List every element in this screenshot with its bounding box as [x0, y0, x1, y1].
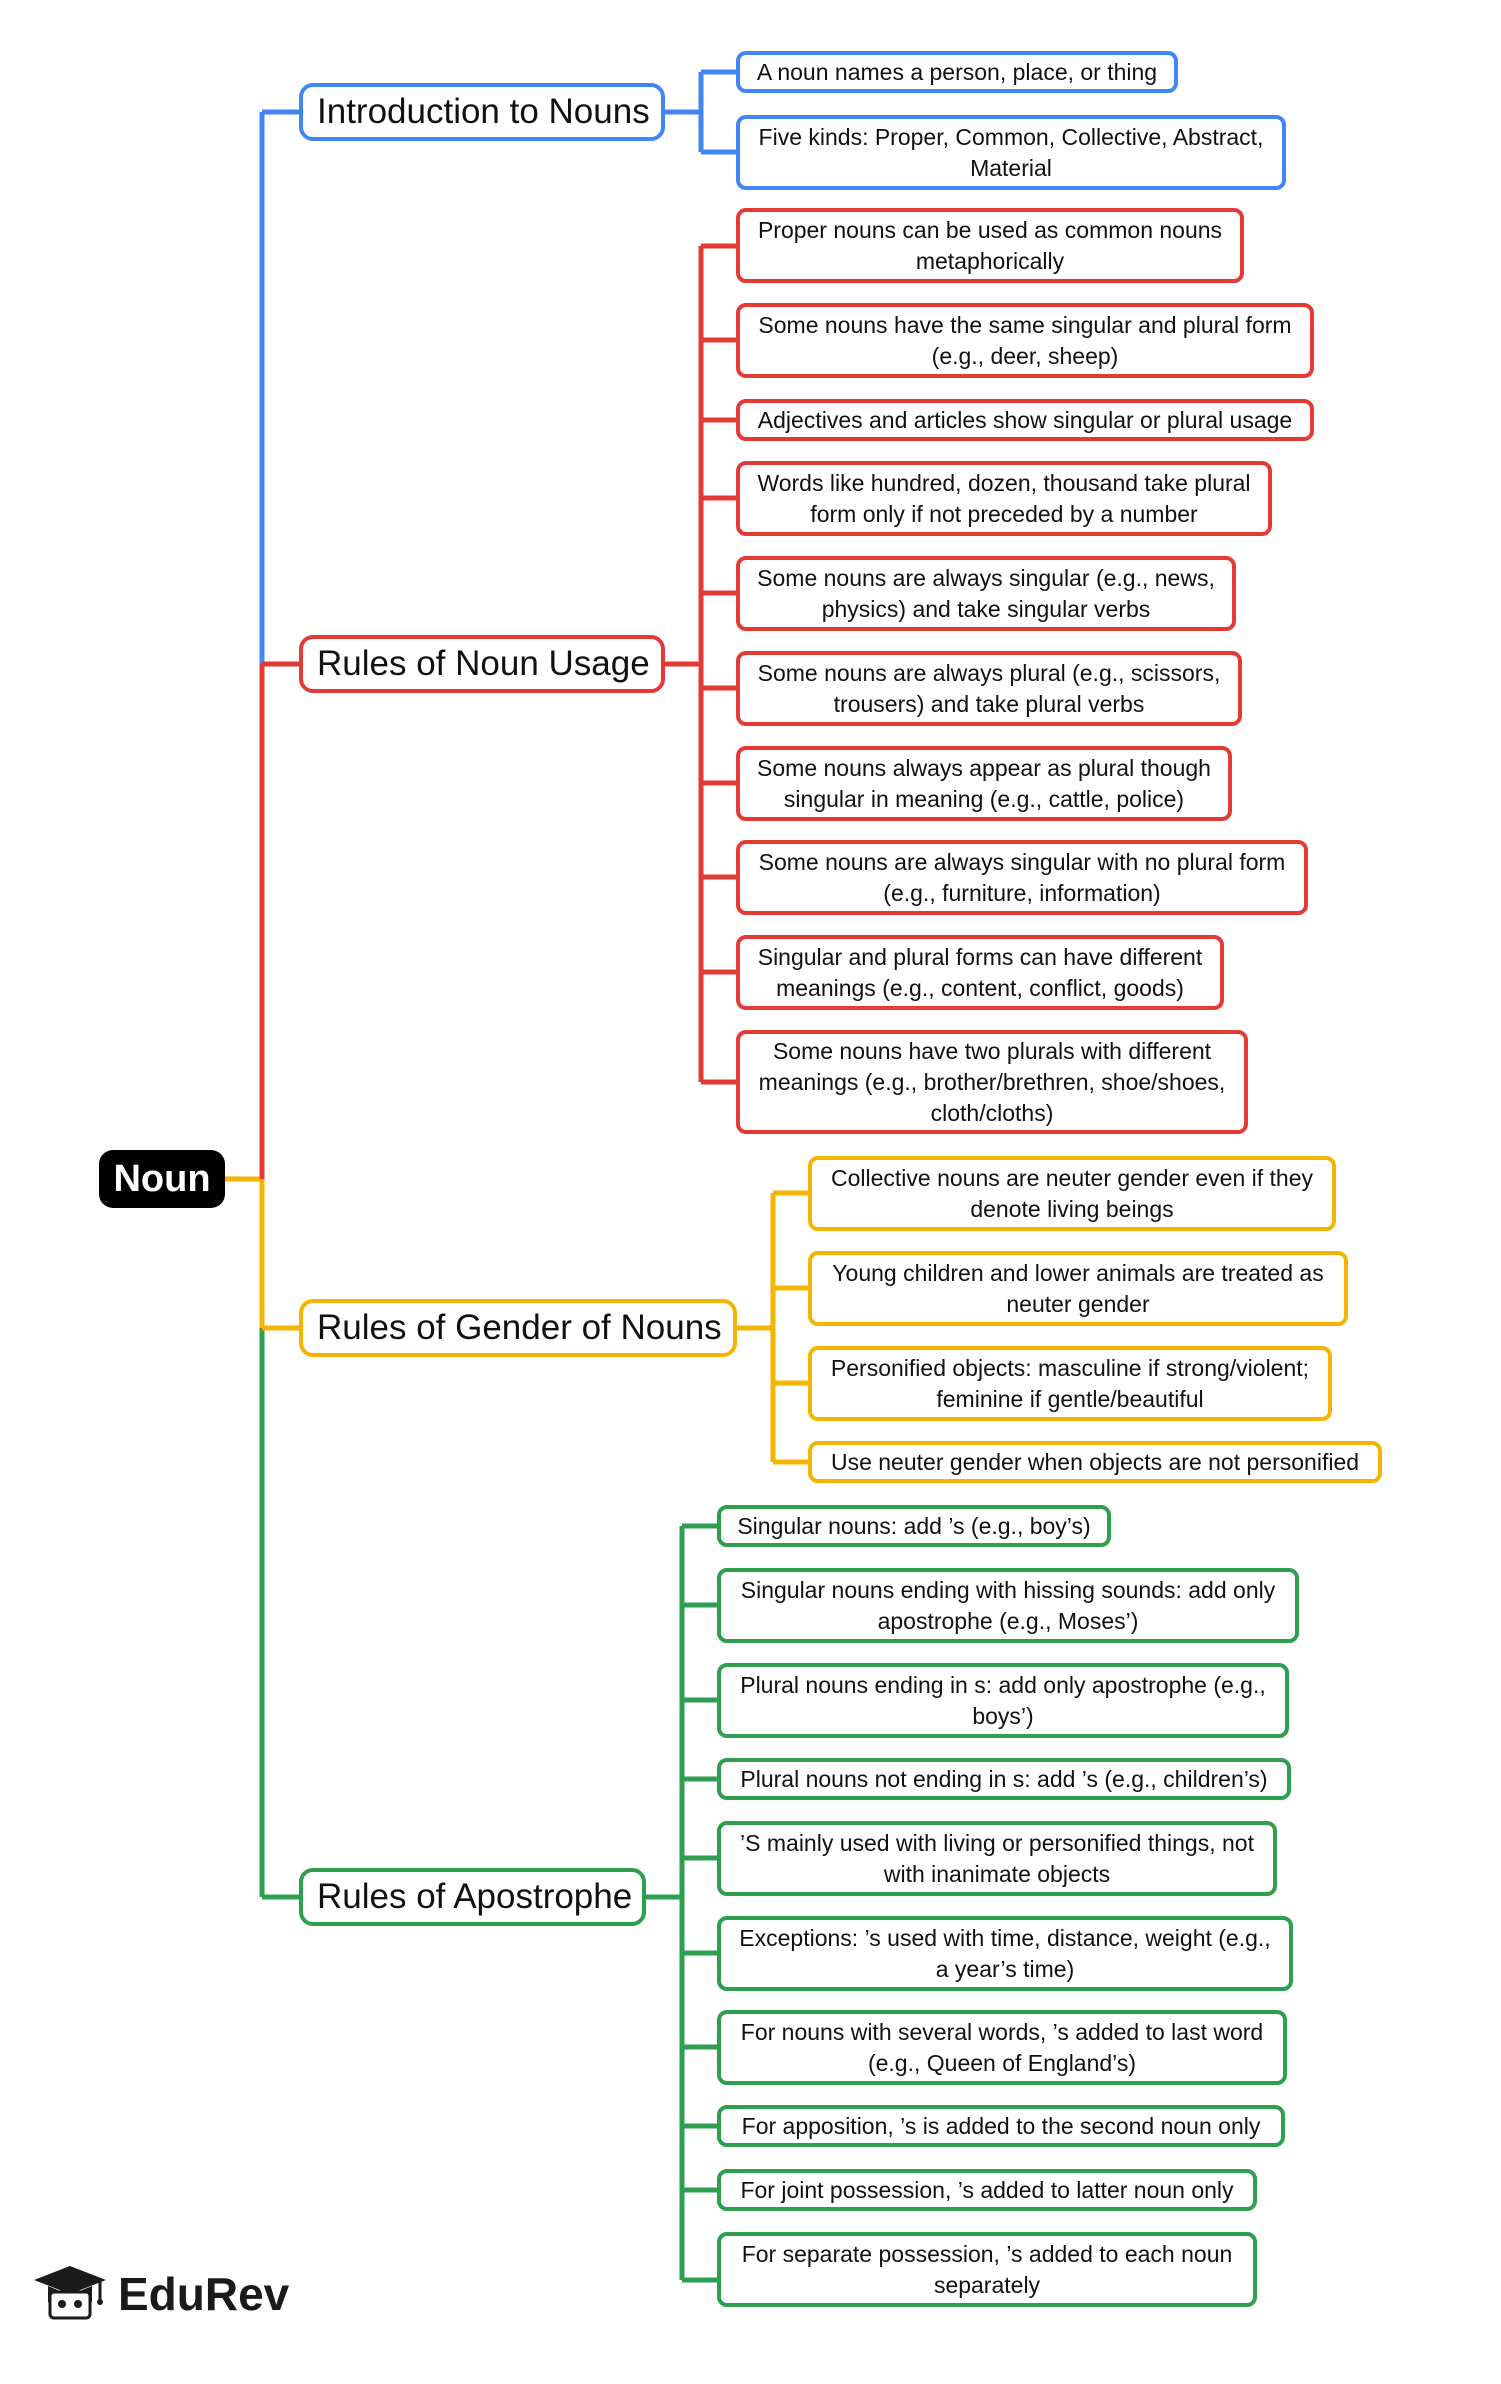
- leaf-apostrophe: For apposition, ’s is added to the secon…: [717, 2105, 1285, 2147]
- leaf-introduction: A noun names a person, place, or thing: [736, 51, 1178, 93]
- edurev-logo: EduRev: [30, 2262, 289, 2326]
- leaf-apostrophe: For joint possession, ’s added to latter…: [717, 2169, 1257, 2211]
- leaf-noun-usage: Some nouns are always plural (e.g., scis…: [736, 651, 1242, 726]
- leaf-noun-usage: Some nouns are always singular with no p…: [736, 840, 1308, 915]
- leaf-text: Young children and lower animals are tre…: [832, 1259, 1324, 1317]
- leaf-apostrophe: Plural nouns not ending in s: add ’s (e.…: [717, 1758, 1291, 1800]
- leaf-text: Singular and plural forms can have diffe…: [757, 943, 1203, 1001]
- leaf-text: Some nouns are always singular with no p…: [758, 848, 1286, 906]
- leaf-text: Personified objects: masculine if strong…: [830, 1354, 1310, 1412]
- leaf-noun-usage: Proper nouns can be used as common nouns…: [736, 208, 1244, 283]
- graduation-cap-icon: [34, 2266, 106, 2320]
- branch-rules-of-noun-usage: Rules of Noun Usage: [299, 635, 665, 693]
- leaf-text: For nouns with several words, ’s added t…: [740, 2018, 1264, 2076]
- leaf-text: Adjectives and articles show singular or…: [757, 406, 1293, 433]
- leaf-text: ’S mainly used with living or personifie…: [740, 1829, 1254, 1887]
- leaf-gender: Young children and lower animals are tre…: [808, 1251, 1348, 1326]
- leaf-text: Plural nouns ending in s: add only apost…: [740, 1671, 1266, 1729]
- leaf-noun-usage: Adjectives and articles show singular or…: [736, 399, 1314, 441]
- leaf-text: Proper nouns can be used as common nouns…: [757, 216, 1223, 274]
- leaf-introduction: Five kinds: Proper, Common, Collective, …: [736, 115, 1286, 190]
- leaf-noun-usage: Some nouns always appear as plural thoug…: [736, 746, 1232, 821]
- leaf-text: Use neuter gender when objects are not p…: [830, 1448, 1360, 1475]
- leaf-apostrophe: For separate possession, ’s added to eac…: [717, 2232, 1257, 2307]
- leaf-apostrophe: Singular nouns: add ’s (e.g., boy’s): [717, 1505, 1111, 1547]
- leaf-text: Some nouns have two plurals with differe…: [758, 1037, 1226, 1126]
- leaf-text: For joint possession, ’s added to latter…: [740, 2176, 1234, 2203]
- leaf-text: For apposition, ’s is added to the secon…: [741, 2112, 1261, 2139]
- leaf-text: Some nouns are always plural (e.g., scis…: [757, 659, 1221, 717]
- leaf-text: Five kinds: Proper, Common, Collective, …: [758, 123, 1264, 181]
- leaf-apostrophe: ’S mainly used with living or personifie…: [717, 1821, 1277, 1896]
- leaf-noun-usage: Singular and plural forms can have diffe…: [736, 935, 1224, 1010]
- leaf-text: Collective nouns are neuter gender even …: [830, 1164, 1314, 1222]
- leaf-text: Singular nouns: add ’s (e.g., boy’s): [737, 1512, 1091, 1539]
- leaf-gender: Use neuter gender when objects are not p…: [808, 1441, 1382, 1483]
- leaf-text: Some nouns have the same singular and pl…: [758, 311, 1292, 369]
- leaf-gender: Collective nouns are neuter gender even …: [808, 1156, 1336, 1231]
- leaf-text: Words like hundred, dozen, thousand take…: [757, 469, 1251, 527]
- leaf-apostrophe: Singular nouns ending with hissing sound…: [717, 1568, 1299, 1643]
- leaf-noun-usage: Some nouns have the same singular and pl…: [736, 303, 1314, 378]
- leaf-gender: Personified objects: masculine if strong…: [808, 1346, 1332, 1421]
- leaf-apostrophe: Plural nouns ending in s: add only apost…: [717, 1663, 1289, 1738]
- leaf-apostrophe: For nouns with several words, ’s added t…: [717, 2010, 1287, 2085]
- branch-introduction-to-nouns: Introduction to Nouns: [299, 83, 665, 141]
- leaf-text: Exceptions: ’s used with time, distance,…: [739, 1924, 1271, 1982]
- leaf-noun-usage: Some nouns are always singular (e.g., ne…: [736, 556, 1236, 631]
- leaf-noun-usage: Some nouns have two plurals with differe…: [736, 1030, 1248, 1134]
- logo-text: EduRev: [118, 2268, 290, 2320]
- branch-rules-of-gender: Rules of Gender of Nouns: [299, 1299, 737, 1357]
- leaf-text: Some nouns are always singular (e.g., ne…: [757, 564, 1215, 622]
- leaf-apostrophe: Exceptions: ’s used with time, distance,…: [717, 1916, 1293, 1991]
- branch-rules-of-apostrophe: Rules of Apostrophe: [299, 1868, 646, 1926]
- leaf-text: Some nouns always appear as plural thoug…: [757, 754, 1211, 812]
- leaf-noun-usage: Words like hundred, dozen, thousand take…: [736, 461, 1272, 536]
- leaf-text: A noun names a person, place, or thing: [756, 58, 1158, 85]
- root-node-noun: Noun: [99, 1150, 225, 1208]
- leaf-text: Singular nouns ending with hissing sound…: [740, 1576, 1276, 1634]
- leaf-text: Plural nouns not ending in s: add ’s (e.…: [740, 1765, 1268, 1792]
- leaf-text: For separate possession, ’s added to eac…: [741, 2240, 1233, 2298]
